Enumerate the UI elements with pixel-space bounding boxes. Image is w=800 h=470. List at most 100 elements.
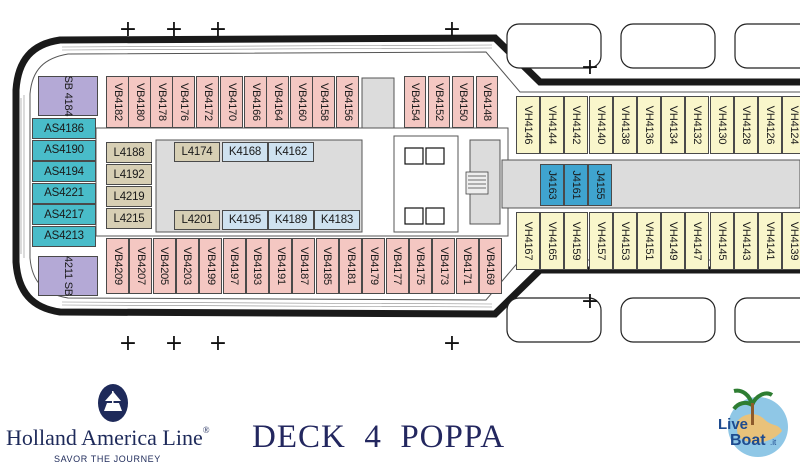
cabin-vh4138[interactable]: VH4138 [612, 96, 637, 154]
cabin-vh4151[interactable]: VH4151 [637, 212, 661, 270]
cabin-k4195[interactable]: K4195 [222, 210, 268, 230]
cabin-vb4152[interactable]: VB4152 [428, 76, 450, 128]
cabin-as4190[interactable]: AS4190 [32, 139, 96, 161]
cabin-label: VH4151 [643, 221, 655, 261]
cabin-vb4175[interactable]: VB4175 [408, 238, 432, 294]
lifeboats [506, 23, 800, 343]
cabin-vh4124[interactable]: VH4124 [782, 96, 800, 154]
cabin-vh4134[interactable]: VH4134 [661, 96, 686, 154]
cabin-vb4180[interactable]: VB4180 [128, 76, 151, 128]
deck-title: DECK 4 POPPA [252, 419, 506, 455]
svg-text:.it: .it [770, 438, 777, 447]
cabin-label: VH4128 [739, 105, 752, 145]
cabin-vh4167[interactable]: VH4167 [516, 212, 540, 270]
cabin-vb4172[interactable]: VB4172 [196, 76, 219, 128]
cabin-vh4146[interactable]: VH4146 [516, 96, 540, 154]
cabin-k4168[interactable]: K4168 [222, 142, 268, 162]
cabin-vb4150[interactable]: VB4150 [452, 76, 474, 128]
cabin-vb4203[interactable]: VB4203 [175, 238, 199, 294]
cabin-vb4148[interactable]: VB4148 [476, 76, 498, 128]
cabin-vb4193[interactable]: VB4193 [245, 238, 269, 294]
live-boat-logo: Live Boat .it [718, 388, 788, 457]
cabin-label: AS4190 [44, 144, 84, 156]
cabin-vb4169[interactable]: VB4169 [478, 238, 502, 294]
cabin-vh4153[interactable]: VH4153 [612, 212, 637, 270]
cabin-label: VB4171 [461, 247, 473, 285]
cabin-vb4191[interactable]: VB4191 [269, 238, 293, 294]
cabin-vh4147[interactable]: VH4147 [685, 212, 710, 270]
cabin-vb4170[interactable]: VB4170 [220, 76, 243, 128]
cabin-as4217[interactable]: AS4217 [32, 204, 96, 225]
railing-lines [20, 44, 493, 308]
cabin-as4194[interactable]: AS4194 [32, 161, 96, 182]
cabin-k4183[interactable]: K4183 [314, 210, 360, 230]
cabin-as4186[interactable]: AS4186 [32, 118, 96, 139]
cabin-vh4128[interactable]: VH4128 [733, 96, 758, 154]
cabin-vb4205[interactable]: VB4205 [152, 238, 176, 294]
cabin-vh4149[interactable]: VH4149 [661, 212, 686, 270]
cabin-vb4171[interactable]: VB4171 [455, 238, 479, 294]
cabin-vb4156[interactable]: VB4156 [336, 76, 359, 128]
cabin-vb4160[interactable]: VB4160 [290, 76, 313, 128]
cabin-label: 4211 SB [62, 256, 74, 296]
cabin-vb4158[interactable]: VB4158 [312, 76, 335, 128]
cabin-k4162[interactable]: K4162 [268, 142, 314, 162]
cabin-vh4141[interactable]: VH4141 [758, 212, 782, 270]
cabin-l4219[interactable]: L4219 [106, 186, 152, 207]
cabin-vh4159[interactable]: VH4159 [564, 212, 589, 270]
cabin-vb4207[interactable]: VB4207 [129, 238, 153, 294]
cabin-vh4139[interactable]: VH4139 [782, 212, 800, 270]
cabin-label: VH4157 [594, 221, 607, 261]
cabin-l4174[interactable]: L4174 [174, 142, 220, 162]
cabin-j4161[interactable]: J4161 [564, 164, 588, 206]
cabin-vb4187[interactable]: VB4187 [292, 238, 316, 294]
cabin-vh4126[interactable]: VH4126 [758, 96, 782, 154]
cabin-vb4154[interactable]: VB4154 [404, 76, 426, 128]
cabin-vb4179[interactable]: VB4179 [362, 238, 386, 294]
cabin-label: VB4172 [201, 83, 214, 121]
cabin-j4155[interactable]: J4155 [588, 164, 612, 206]
cabin-label: VH4142 [570, 105, 583, 145]
cabin-l4192[interactable]: L4192 [106, 164, 152, 185]
cabin-l4215[interactable]: L4215 [106, 208, 152, 229]
cabin-as4221[interactable]: AS4221 [32, 182, 96, 204]
cabin-vh4157[interactable]: VH4157 [588, 212, 613, 270]
cabin-l4201[interactable]: L4201 [174, 210, 220, 230]
cabin-vh4140[interactable]: VH4140 [588, 96, 613, 154]
cabin-label: VB4191 [274, 247, 287, 285]
cabin-label: VH4167 [522, 221, 534, 261]
cabin-vb4185[interactable]: VB4185 [315, 238, 339, 294]
cabin-vh4130[interactable]: VH4130 [709, 96, 734, 154]
cabin-vb4177[interactable]: VB4177 [385, 238, 409, 294]
cabin-vh4132[interactable]: VH4132 [685, 96, 710, 154]
cabin-as4213[interactable]: AS4213 [32, 225, 96, 247]
cabin-label: VB4173 [437, 247, 450, 285]
cabin-vb4209[interactable]: VB4209 [106, 238, 129, 294]
cabin-vb4176[interactable]: VB4176 [172, 76, 195, 128]
cabin-vb4164[interactable]: VB4164 [266, 76, 289, 128]
cabin-label: VB4175 [414, 247, 427, 285]
cabin-l4188[interactable]: L4188 [106, 142, 152, 163]
cabin-label: VB4177 [391, 247, 404, 285]
cabin-k4189[interactable]: K4189 [268, 210, 314, 230]
cabin-vb4181[interactable]: VB4181 [339, 238, 362, 294]
cabin-vh4136[interactable]: VH4136 [637, 96, 661, 154]
cabin-vh4143[interactable]: VH4143 [733, 212, 758, 270]
cabin-vh4144[interactable]: VH4144 [540, 96, 565, 154]
cabin-sb4184[interactable]: SB 4184 [38, 76, 98, 116]
cabin-vb4178[interactable]: VB4178 [150, 76, 173, 128]
cabin-vh4142[interactable]: VH4142 [564, 96, 589, 154]
cabin-vb4199[interactable]: VB4199 [199, 238, 223, 294]
cabin-vb4166[interactable]: VB4166 [244, 76, 267, 128]
cabin-vb4173[interactable]: VB4173 [432, 238, 456, 294]
cabin-label: VB4150 [457, 83, 469, 121]
cabin-j4163[interactable]: J4163 [540, 164, 564, 206]
stairs-icon [465, 171, 489, 195]
cabin-vh4145[interactable]: VH4145 [709, 212, 734, 270]
cabin-vb4182[interactable]: VB4182 [106, 76, 129, 128]
cabin-vh4165[interactable]: VH4165 [540, 212, 565, 270]
cabin-vb4197[interactable]: VB4197 [222, 238, 246, 294]
cabin-label: K4168 [228, 146, 262, 158]
plus-marker-icon: + [208, 331, 228, 356]
cabin-sb4211[interactable]: 4211 SB [38, 256, 98, 296]
